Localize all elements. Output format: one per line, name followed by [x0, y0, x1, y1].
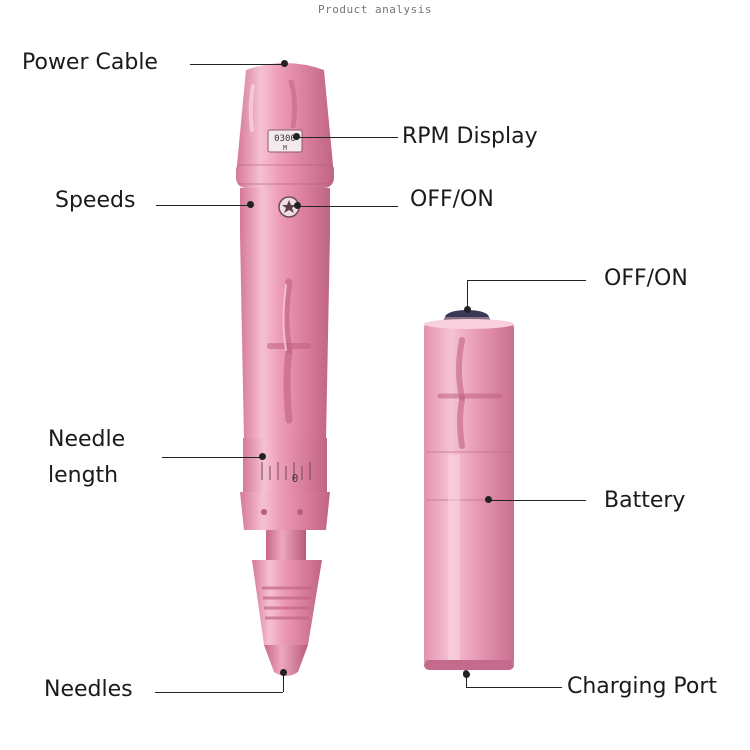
label-needle-length-line1: Needle	[48, 427, 126, 452]
rpm-display-digits: 0300	[274, 134, 296, 144]
leader-charging-port	[466, 687, 562, 688]
leader-battery	[488, 500, 586, 501]
label-charging-port: Charging Port	[567, 674, 718, 699]
label-battery: Battery	[604, 488, 686, 513]
leader-dot-charging-port	[463, 671, 470, 678]
leader-dot-rpm-display	[293, 133, 300, 140]
leader-dot-needle-length	[259, 453, 266, 460]
leader-dot-speeds	[247, 201, 254, 208]
pen-lower-collar	[240, 492, 330, 530]
leader-rpm-display	[296, 137, 398, 138]
leader-dot-power-cable	[281, 60, 288, 67]
battery-unit	[424, 310, 514, 676]
needle-tip	[264, 645, 308, 676]
rpm-display-sub: M	[283, 144, 287, 152]
leader-needles	[155, 692, 283, 693]
label-pen-off-on: OFF/ON	[410, 187, 494, 212]
label-battery-off-on: OFF/ON	[604, 266, 688, 291]
header-title: Product analysis	[318, 3, 432, 16]
pen-collar	[236, 160, 334, 188]
tattoo-pen: 0300 M	[236, 63, 334, 676]
needle-length-dial[interactable]	[243, 438, 327, 496]
leader-speeds	[156, 205, 250, 206]
leader-dot-battery-off-on	[464, 306, 471, 313]
leader-charging-port-vertical	[466, 675, 467, 687]
leader-dot-needles	[280, 669, 287, 676]
leader-dot-pen-off-on	[294, 202, 301, 209]
needle-cartridge	[252, 560, 322, 645]
label-needles: Needles	[44, 677, 133, 702]
label-needle-length: Needle length	[48, 422, 125, 494]
leader-power-cable	[190, 64, 284, 65]
battery-body	[424, 322, 514, 667]
leader-needle-length	[162, 457, 262, 458]
leader-needles-vertical	[283, 672, 284, 692]
label-speeds: Speeds	[55, 188, 136, 213]
leader-battery-off-on-vertical	[467, 280, 468, 312]
label-needle-length-line2: length	[48, 463, 119, 488]
leader-pen-off-on	[298, 206, 398, 207]
needle-length-digit: 0	[292, 472, 299, 485]
leader-battery-off-on	[468, 280, 586, 281]
label-rpm-display: RPM Display	[402, 124, 538, 149]
label-power-cable: Power Cable	[22, 50, 158, 75]
pen-top-cap	[237, 63, 333, 165]
leader-dot-battery	[485, 496, 492, 503]
